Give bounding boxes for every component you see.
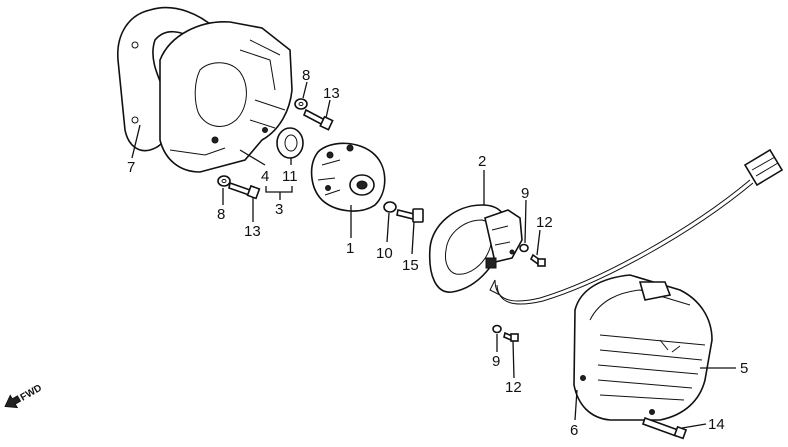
washer-part-8b — [217, 175, 231, 187]
washer-part-9a — [519, 243, 529, 253]
pulse-plate-part-2 — [428, 204, 523, 293]
callout-11: 11 — [282, 168, 298, 185]
callout-5: 5 — [740, 360, 748, 377]
callout-2: 2 — [478, 153, 486, 170]
housing-part — [159, 21, 293, 173]
pulser-part-1 — [310, 142, 386, 212]
callout-8-bottom: 8 — [217, 206, 225, 223]
callout-10: 10 — [376, 245, 393, 262]
callout-9-top: 9 — [521, 185, 529, 202]
callout-9-bottom: 9 — [492, 353, 500, 370]
callout-15: 15 — [402, 257, 419, 274]
bolt-part-14 — [641, 416, 688, 440]
washer-part-8a — [294, 98, 308, 110]
callout-8-top: 8 — [302, 67, 310, 84]
callout-12-bottom: 12 — [505, 379, 522, 396]
fwd-label: FWD — [19, 383, 44, 404]
callout-numbers: 7 8 13 4 11 3 8 13 1 10 15 2 9 12 9 12 5… — [127, 67, 748, 439]
bolt-part-13a — [302, 108, 334, 131]
leader-lines — [131, 81, 736, 429]
callout-7: 7 — [127, 159, 135, 176]
callout-12-top: 12 — [536, 214, 553, 231]
callout-14: 14 — [708, 416, 725, 433]
callout-4: 4 — [261, 168, 269, 185]
callout-13-bottom: 13 — [244, 223, 261, 240]
screw-part-12b — [503, 331, 519, 342]
callout-6: 6 — [570, 422, 578, 439]
callout-3: 3 — [275, 201, 283, 218]
bolt-part-15 — [396, 208, 424, 223]
callout-13-top: 13 — [323, 85, 340, 102]
screw-part-12a — [529, 253, 546, 267]
callout-1: 1 — [346, 240, 354, 257]
wire-harness — [489, 179, 754, 305]
outer-cover-part-5 — [573, 274, 713, 421]
bolt-part-13b — [228, 181, 261, 200]
fwd-arrow: FWD — [4, 383, 44, 409]
connector-part — [743, 148, 784, 187]
washer-part-9b — [492, 324, 502, 334]
seal-part-11 — [276, 127, 304, 159]
washer-part-10 — [383, 201, 397, 213]
